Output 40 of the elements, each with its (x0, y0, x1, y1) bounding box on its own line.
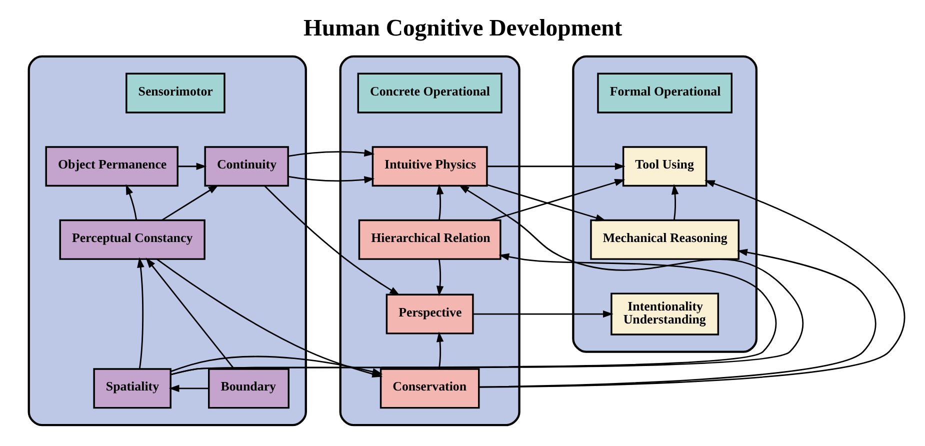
arrow (137, 256, 144, 369)
arrow (436, 184, 444, 220)
arrow (178, 162, 207, 170)
node-box: Intentionality Understanding (610, 292, 720, 335)
node-box: Boundary (208, 368, 290, 408)
node-box: Mechanical Reasoning (590, 218, 740, 260)
node-box: Spatiality (93, 368, 172, 408)
node-box: Conservation (380, 368, 480, 408)
arrow (170, 355, 383, 375)
node-box: Hierarchical Relation (358, 218, 502, 260)
arrow (288, 148, 375, 183)
arrow (162, 184, 219, 220)
node-box: Formal Operational (597, 72, 732, 113)
node-box: Concrete Operational (357, 72, 502, 113)
diagram-title: Human Cognitive Development (304, 15, 622, 42)
node-box: Intuitive Physics (372, 146, 488, 186)
arrow (487, 162, 626, 170)
arrow (478, 248, 876, 388)
arrow (671, 184, 679, 220)
cluster (28, 54, 307, 426)
node-box: Perceptual Constancy (59, 218, 206, 260)
arrow (490, 178, 626, 220)
arrow (264, 185, 400, 296)
node-box: Object Permanence (45, 146, 178, 186)
arrow (170, 184, 804, 375)
arrow (479, 180, 906, 388)
arrow (170, 252, 776, 375)
arrow (472, 310, 614, 318)
node-box: Tool Using (622, 146, 708, 186)
arrow (436, 258, 444, 296)
arrow (126, 184, 137, 220)
cluster (572, 54, 758, 352)
node-box: Perspective (386, 293, 474, 334)
node-box: Continuity (204, 146, 289, 186)
cluster (339, 54, 520, 426)
arrow (146, 257, 235, 369)
arrow (436, 331, 444, 368)
node-box: Sensorimotor (126, 72, 226, 113)
arrow (168, 384, 209, 392)
arrow (486, 184, 606, 221)
